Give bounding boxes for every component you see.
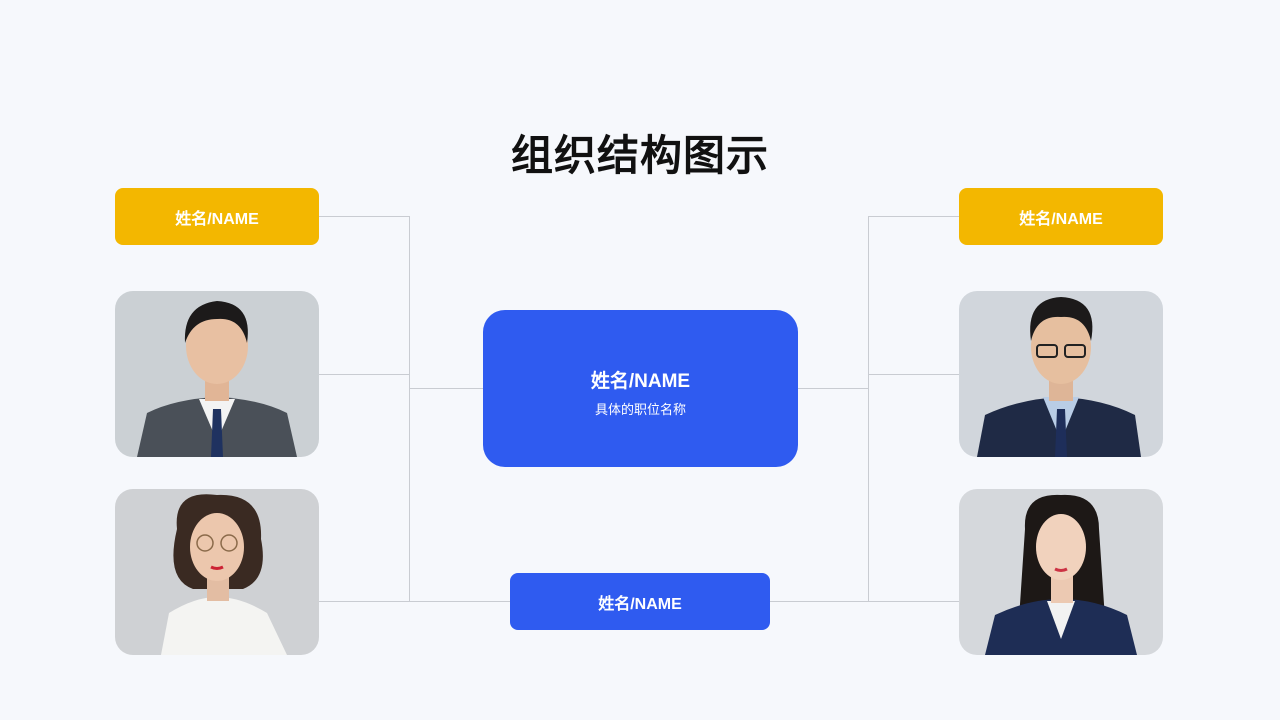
man-portrait-glasses-photo [959, 291, 1163, 457]
right-name-tag[interactable]: 姓名/NAME [959, 188, 1163, 245]
connector-line [409, 388, 483, 389]
man-portrait-photo [115, 291, 319, 457]
connector-line [409, 216, 410, 601]
connector-line [868, 216, 869, 601]
left-name-tag[interactable]: 姓名/NAME [115, 188, 319, 245]
connector-line [798, 388, 868, 389]
connector-line [319, 216, 409, 217]
connector-line [770, 601, 959, 602]
center-node-role: 具体的职位名称 [594, 402, 686, 417]
bottom-node[interactable]: 姓名/NAME [510, 573, 770, 630]
page-title: 组织结构图示 [510, 132, 769, 179]
woman-portrait-glasses-photo [115, 489, 319, 655]
connector-line [868, 374, 959, 375]
woman-portrait-photo [959, 489, 1163, 655]
connector-line [319, 601, 510, 602]
center-node-name: 姓名/NAME [590, 371, 691, 392]
center-node[interactable]: 姓名/NAME 具体的职位名称 [483, 310, 798, 467]
connector-line [319, 374, 409, 375]
connector-line [868, 216, 959, 217]
